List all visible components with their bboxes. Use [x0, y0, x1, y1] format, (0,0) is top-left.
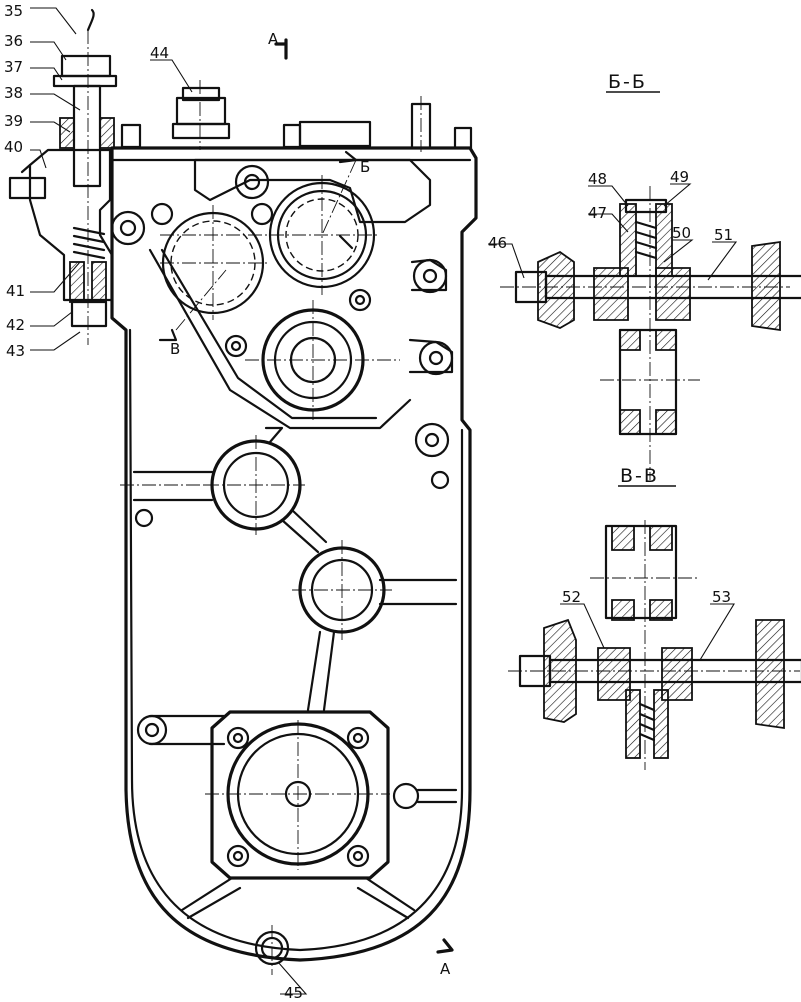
section-title-b-b: Б-Б [608, 71, 647, 93]
callout-42: 36 [4, 32, 23, 50]
callout-labels: 35 36 37 38 39 40 41 42 43 44 45 46 47 4… [4, 2, 733, 1002]
diagonal-web-inner [160, 248, 378, 420]
diagonal-web [148, 248, 412, 430]
cut-mark-b: Б [360, 158, 370, 176]
callout-39: 39 [4, 112, 23, 130]
callout-47: 47 [588, 204, 607, 222]
drain-plug-45 [254, 925, 290, 975]
callout-48: 48 [588, 170, 607, 188]
gear-train [110, 164, 400, 420]
callout-43: 35 [4, 2, 23, 20]
bottom-flange [180, 710, 458, 920]
callout-41: 37 [4, 58, 23, 76]
callout-40: 38 [4, 84, 23, 102]
callout-52: 52 [562, 588, 581, 606]
housing-outline [110, 146, 478, 962]
lower-hubs [120, 426, 458, 746]
top-bosses [120, 80, 473, 152]
fastener-bosses [134, 258, 454, 746]
callout-45: 45 [284, 984, 303, 1002]
left-fitting-assembly [8, 8, 118, 345]
callout-44: 44 [150, 44, 169, 62]
main-housing-view [8, 7, 478, 995]
section-b-b-view [488, 91, 801, 480]
section-markers [158, 38, 454, 954]
callout-37: 41 [6, 282, 25, 300]
top-cover [110, 146, 472, 162]
callout-49: 49 [670, 168, 689, 186]
spring-37 [72, 226, 106, 260]
section-title-v-v: В-В [620, 465, 659, 487]
cut-mark-v: В [170, 340, 180, 358]
callout-46: 46 [488, 234, 507, 252]
cut-mark-a-bottom: А [440, 960, 451, 978]
callout-35: 43 [6, 342, 25, 360]
callout-53: 53 [712, 588, 731, 606]
cut-mark-a-top: А [268, 30, 279, 48]
callout-38: 40 [4, 138, 23, 156]
callout-51: 51 [714, 226, 733, 244]
housing-inner-contour [128, 328, 464, 952]
section-v-v-view [508, 485, 801, 770]
callout-50: 50 [672, 224, 691, 242]
leader-lines [30, 7, 308, 995]
callout-36: 42 [6, 316, 25, 334]
